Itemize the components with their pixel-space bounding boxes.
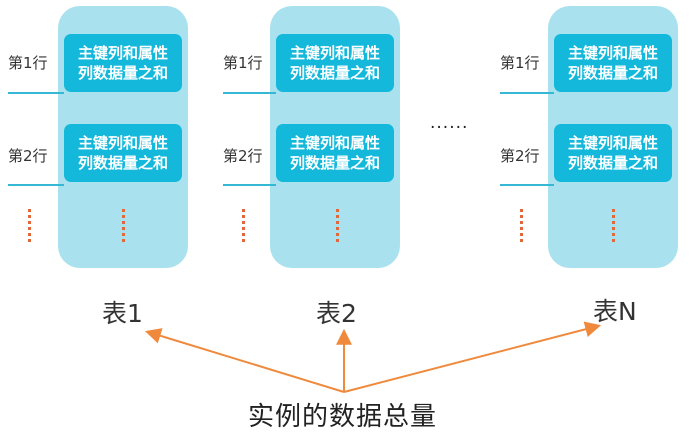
table-1-label: 表1 xyxy=(102,299,143,328)
table-1-row-1-line xyxy=(8,92,64,94)
table-n-row-1-label: 第1行 xyxy=(500,54,540,72)
table-n-row-1-cell: 主键列和属性列数据量之和 xyxy=(554,34,672,92)
table-2-row-1-label: 第1行 xyxy=(223,54,263,72)
table-n-row-2-line xyxy=(500,184,554,186)
table-n-rows-vertical-dots xyxy=(520,209,523,245)
table-2-row-2-cell: 主键列和属性列数据量之和 xyxy=(276,124,394,182)
table-n-column-bg: 主键列和属性列数据量之和 主键列和属性列数据量之和 xyxy=(548,6,678,268)
table-n-row-2-label: 第2行 xyxy=(500,147,540,165)
table-2-label: 表2 xyxy=(316,299,357,328)
cell-text: 主键列和属性列数据量之和 xyxy=(567,134,658,172)
cell-text: 主键列和属性列数据量之和 xyxy=(77,134,168,172)
table-2-column-bg: 主键列和属性列数据量之和 主键列和属性列数据量之和 xyxy=(270,6,400,268)
table-2-rows-vertical-dots xyxy=(242,209,245,245)
table-1-row-1-cell: 主键列和属性列数据量之和 xyxy=(64,34,182,92)
table-2-row-1-line xyxy=(223,92,276,94)
arrow-to-table-n xyxy=(343,321,602,393)
table-2-column-vertical-dots xyxy=(336,209,339,245)
table-1-column-bg: 主键列和属性列数据量之和 主键列和属性列数据量之和 xyxy=(58,6,188,268)
table-1-row-2-cell: 主键列和属性列数据量之和 xyxy=(64,124,182,182)
table-1-rows-vertical-dots xyxy=(28,209,31,245)
table-1-row-2-label: 第2行 xyxy=(8,147,48,165)
table-n-column-vertical-dots xyxy=(612,209,615,245)
table-1-row-2-line xyxy=(8,184,64,186)
arrow-to-table-1 xyxy=(144,328,345,393)
table-2-row-2-label: 第2行 xyxy=(223,147,263,165)
table-1-column-vertical-dots xyxy=(122,209,125,245)
more-tables-ellipsis: ...... xyxy=(430,113,469,133)
table-n-label: 表N xyxy=(593,297,637,326)
table-n-row-1-line xyxy=(500,92,554,94)
table-2-row-1-cell: 主键列和属性列数据量之和 xyxy=(276,34,394,92)
cell-text: 主键列和属性列数据量之和 xyxy=(567,44,658,82)
cell-text: 主键列和属性列数据量之和 xyxy=(289,134,380,172)
table-1-row-1-label: 第1行 xyxy=(8,54,48,72)
cell-text: 主键列和属性列数据量之和 xyxy=(77,44,168,82)
table-n-row-2-cell: 主键列和属性列数据量之和 xyxy=(554,124,672,182)
total-data-volume-caption: 实例的数据总量 xyxy=(248,402,438,432)
table-2-row-2-line xyxy=(223,184,276,186)
cell-text: 主键列和属性列数据量之和 xyxy=(289,44,380,82)
